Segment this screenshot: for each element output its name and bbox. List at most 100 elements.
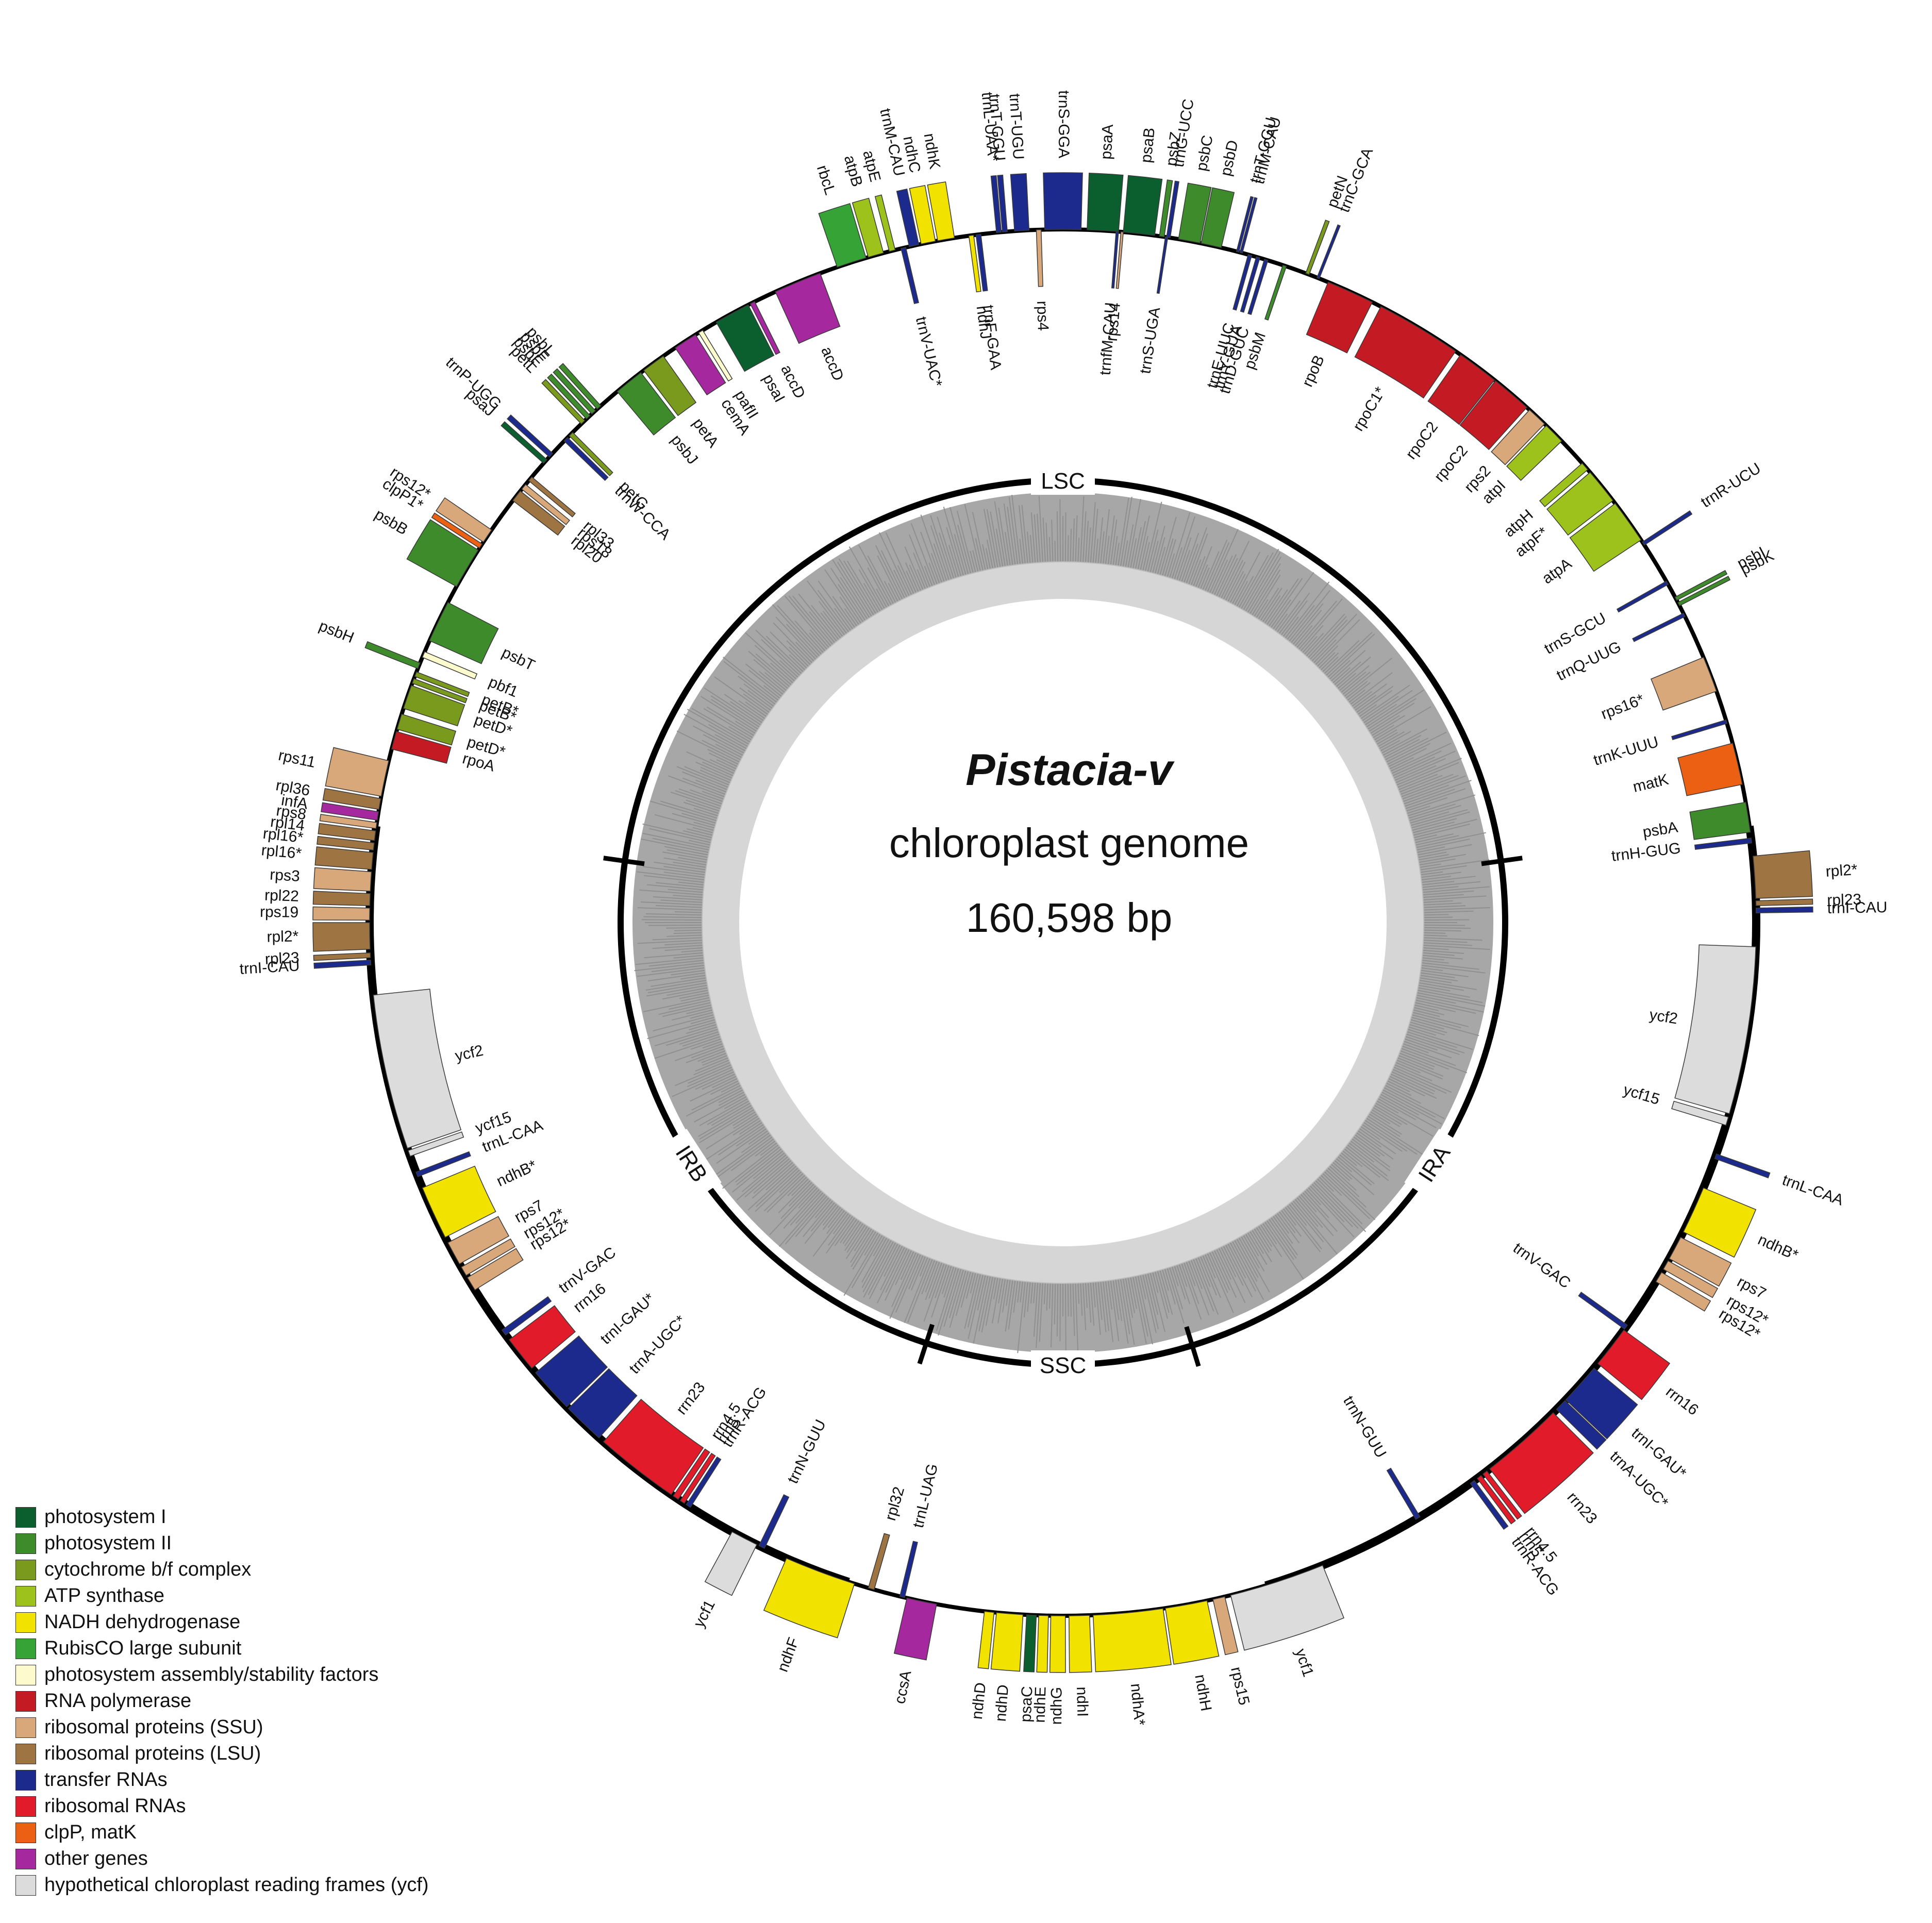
legend-item: ATP synthase — [15, 1583, 429, 1609]
gene-label: ndhD — [969, 1682, 989, 1720]
gene-block-rps12- — [1655, 1272, 1711, 1312]
gene-label: trnV-UAC* — [912, 315, 945, 389]
gene-block-ndhd — [977, 1611, 995, 1669]
gene-block-ndhf — [763, 1558, 855, 1638]
gene-block-rpl23 — [1755, 898, 1813, 906]
gene-label: psbD — [1218, 139, 1242, 177]
gene-label: rpl23 — [264, 949, 299, 968]
legend-swatch — [15, 1796, 36, 1817]
gene-label: infA — [280, 792, 309, 813]
legend-label: photosystem assembly/stability factors — [44, 1664, 379, 1685]
gene-block-trnm-cau — [896, 188, 920, 247]
gene-block-rpl16- — [317, 835, 375, 851]
legend-item: ribosomal RNAs — [15, 1793, 429, 1819]
gene-block-psaa — [1087, 173, 1124, 232]
gene-block-rpoc2 — [1459, 380, 1528, 450]
gene-label: psbH — [317, 617, 356, 647]
gene-block-rpoa — [391, 731, 452, 764]
gene-block-rrn4-5 — [672, 1448, 710, 1500]
gene-label: trnT-UGU — [1006, 93, 1027, 160]
gene-label: rps14 — [1104, 302, 1124, 342]
legend-swatch — [15, 1743, 36, 1764]
gene-block-trnc-gca — [1316, 224, 1341, 279]
gene-block-ndhb- — [422, 1165, 496, 1238]
gene-block-rpl2- — [312, 922, 371, 952]
gene-block-psbi — [1674, 570, 1728, 601]
gene-block-trns-uga — [1156, 236, 1169, 294]
gene-block-trnl-caa — [1714, 1153, 1771, 1179]
gene-block-trnw-cca — [563, 437, 609, 481]
gene-block-rpob — [1306, 281, 1373, 354]
legend-label: hypothetical chloroplast reading frames … — [44, 1874, 429, 1896]
gene-block-rrn23 — [1489, 1412, 1594, 1514]
gene-block-trnv-uac- — [901, 247, 919, 305]
gene-block-rps12- — [460, 1238, 516, 1276]
gene-label: rps3 — [269, 866, 300, 885]
gene-label: ycf1 — [690, 1597, 719, 1630]
gene-block-petb- — [414, 671, 470, 697]
gene-block-atpf- — [1546, 472, 1614, 536]
gene-block-rrn16 — [1597, 1329, 1671, 1400]
legend-swatch — [15, 1559, 36, 1580]
legend-label: RubisCO large subunit — [44, 1637, 242, 1659]
legend-swatch — [15, 1638, 36, 1659]
gene-block-psab — [1123, 175, 1163, 236]
legend-item: ribosomal proteins (LSU) — [15, 1741, 429, 1767]
gene-block-trnp-ugg — [507, 414, 554, 458]
gene-block-psac — [1023, 1614, 1037, 1673]
gene-blocks — [312, 172, 1813, 1673]
gc-content-ring — [632, 492, 1493, 1355]
gene-block-trnl-uaa- — [990, 175, 1002, 233]
gene-block-ndha- — [1092, 1608, 1172, 1673]
gene-block-trnl-uag — [899, 1541, 918, 1598]
gene-block-petn — [1305, 220, 1330, 275]
gene-block-ndhg — [1049, 1615, 1066, 1673]
gene-label: ycf2 — [1648, 1006, 1679, 1027]
gene-label: rps15 — [1227, 1665, 1253, 1707]
gene-label: ndhG — [1048, 1687, 1065, 1725]
gene-label: rpl22 — [264, 887, 299, 905]
gene-block-rrn23 — [603, 1398, 704, 1495]
gene-block-trns-gga — [1043, 172, 1083, 230]
gene-label: rpl23 — [1827, 891, 1862, 909]
gene-label: trnL-CAA — [1780, 1172, 1845, 1209]
gene-block-rpoc2 — [1427, 354, 1495, 425]
gene-block-trny-gua — [1240, 256, 1260, 313]
gene-block-rpl32 — [868, 1533, 890, 1591]
gene-block-trnt-ggu — [1236, 196, 1254, 253]
gene-block-rps2 — [1491, 409, 1545, 465]
gene-block-petl — [541, 379, 586, 425]
gene-block-ndhb- — [1683, 1187, 1757, 1258]
gene-label: rpl2* — [267, 928, 299, 945]
gene-label: ndhB* — [494, 1157, 539, 1190]
legend-swatch — [15, 1822, 36, 1843]
gene-block-rrn4-5 — [1482, 1470, 1522, 1520]
gene-block-psbh — [364, 641, 421, 670]
legend-label: ribosomal proteins (LSU) — [44, 1743, 261, 1764]
gene-label: ndhB* — [1755, 1231, 1801, 1264]
gene-label: matK — [1631, 771, 1671, 796]
gene-block-trnr-acg — [1470, 1480, 1509, 1530]
gene-block-pbf1 — [422, 651, 478, 680]
gene-block-psbb — [406, 519, 479, 587]
region-label-bg — [1031, 1350, 1095, 1379]
legend-item: transfer RNAs — [15, 1767, 429, 1793]
gene-block-rpl36 — [322, 788, 381, 810]
gene-block-psbz — [1159, 179, 1173, 238]
legend-swatch — [15, 1717, 36, 1738]
gene-block-trnn-guu — [758, 1494, 790, 1549]
gene-label: atpA — [1539, 555, 1575, 588]
gene-block-psbj — [617, 372, 676, 436]
gene-label: petA — [689, 415, 722, 450]
gene-label: rps11 — [277, 747, 317, 771]
legend-swatch — [15, 1691, 36, 1712]
gene-block-trnm-cau — [1239, 197, 1258, 254]
gene-block-ndhk — [927, 181, 955, 241]
gene-block-rpl22 — [312, 891, 371, 906]
gene-block-trnq-uug — [1632, 612, 1686, 642]
legend-swatch — [15, 1769, 36, 1791]
legend-swatch — [15, 1507, 36, 1528]
